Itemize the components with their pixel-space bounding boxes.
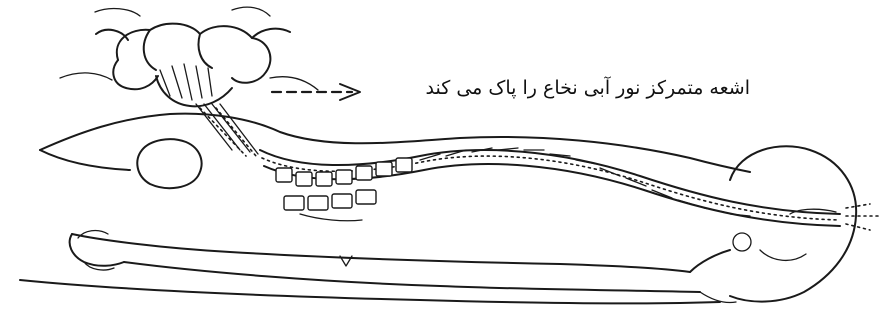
spine: [260, 148, 880, 251]
light-beam: [196, 104, 258, 156]
annotation-text: اشعه متمرکز نور آبی نخاع را پاک می کند: [370, 71, 750, 105]
body-outline: [20, 114, 856, 304]
right-arrow-icon: [272, 84, 360, 100]
